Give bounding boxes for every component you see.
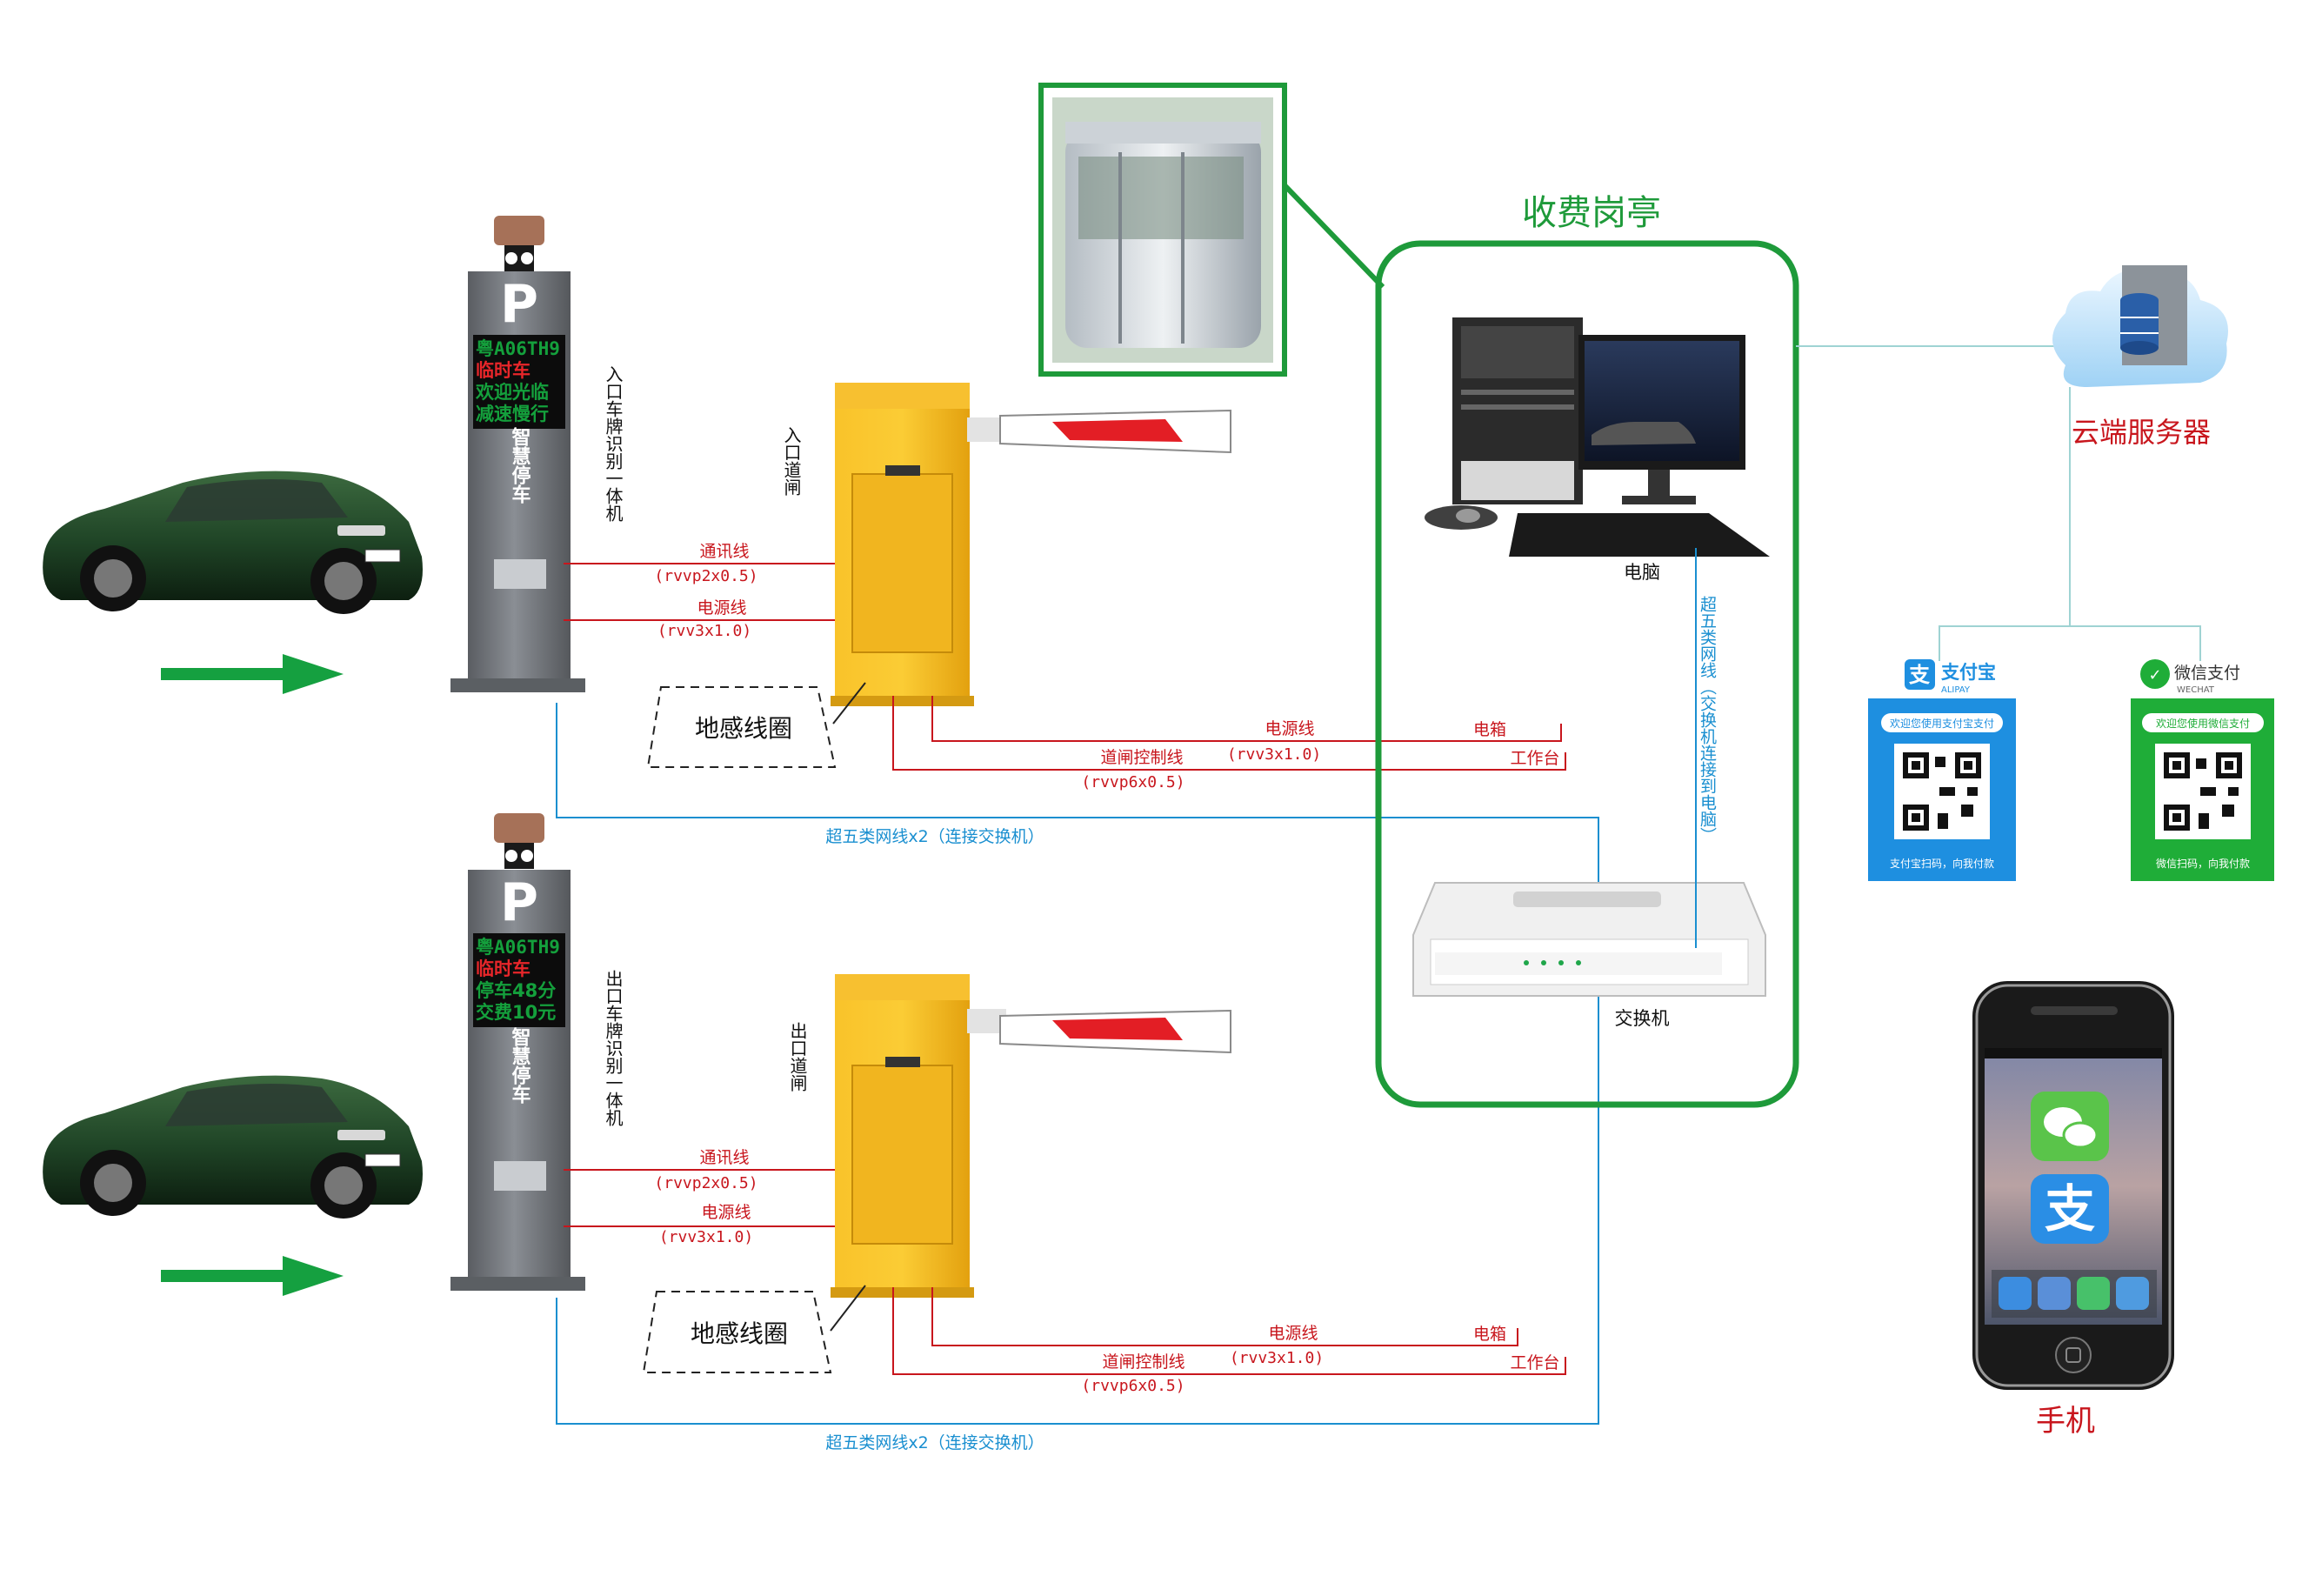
entry-column-text: 智慧停车 — [509, 426, 531, 504]
entry-display-line2: 临时车 — [476, 360, 531, 381]
toll-booth-frame: 收费岗亭 — [1375, 193, 1799, 1108]
exit-display-line2: 临时车 — [476, 958, 531, 979]
exit-comm-wire-spec: (rvvp2x0.5) — [654, 1174, 757, 1192]
exit-plate-recognition-pillar: P 粤A06TH9 临时车 停车48分 交费10元 智慧停车 — [450, 870, 585, 1291]
exit-lane: P 粤A06TH9 临时车 停车48分 交费10元 智慧停车 出口车牌识别一体机… — [43, 813, 1599, 1452]
entry-gate-ctrl-label: 道闸控制线 — [1100, 748, 1183, 767]
entry-comm-wire-label: 通讯线 — [699, 542, 749, 561]
wechat-logo-icon: ✓ — [2148, 666, 2161, 684]
switch-icon — [1412, 882, 1766, 997]
entry-gate-power-spec: (rvv3x1.0) — [1227, 745, 1321, 764]
entry-comm-wire-spec: (rvvp2x0.5) — [654, 567, 757, 585]
svg-text:P: P — [500, 274, 538, 335]
exit-display-line3: 停车48分 — [476, 980, 556, 1001]
entry-display-line3: 欢迎光临 — [475, 382, 549, 403]
entry-display-line4: 减速慢行 — [476, 404, 549, 424]
exit-power-wire-spec: (rvv3x1.0) — [659, 1228, 753, 1246]
entry-power-wire-spec: (rvv3x1.0) — [657, 622, 751, 640]
booth-title: 收费岗亭 — [1522, 193, 1661, 233]
exit-camera-icon — [494, 813, 544, 869]
entry-plate-recognition-pillar: P 粤A06TH9 临时车 欢迎光临 减速慢行 智慧停车 — [450, 271, 585, 692]
entry-direction-arrow — [161, 654, 344, 694]
exit-ground-loop-label: 地感线圈 — [691, 1319, 788, 1348]
exit-gate-power-spec: (rvv3x1.0) — [1230, 1349, 1324, 1367]
exit-display-line4: 交费10元 — [476, 1002, 556, 1023]
entry-ground-loop-label: 地感线圈 — [695, 714, 792, 743]
computer-icon — [1425, 317, 1770, 557]
exit-power-wire-label: 电源线 — [701, 1203, 751, 1222]
entry-camera-icon — [494, 216, 544, 271]
exit-gate-power-label: 电源线 — [1268, 1324, 1318, 1343]
entry-gate-label: 入口道闸 — [781, 426, 802, 496]
cloud-server-icon — [2052, 265, 2228, 387]
switch-computer-link-label: 超五类网线（交换机连接到电脑） — [1698, 596, 1717, 844]
mobile-phone-label: 手机 — [2036, 1404, 2095, 1439]
exit-power-box-label: 电箱 — [1473, 1325, 1506, 1344]
exit-column-text: 智慧停车 — [509, 1026, 531, 1104]
wechat-qr-card: ✓ 微信支付 WECHAT 欢迎您使用微信支付 微信扫码，向我付款 — [2131, 659, 2274, 881]
alipay-logo-icon: 支 — [1909, 663, 1931, 687]
alipay-app-icon — [2031, 1174, 2109, 1244]
exit-gate-label: 出口道闸 — [787, 1022, 808, 1092]
exit-gate-ctrl-label: 道闸控制线 — [1102, 1352, 1185, 1372]
svg-text:支: 支 — [2045, 1179, 2095, 1239]
exit-car — [43, 1075, 424, 1219]
exit-direction-arrow — [161, 1256, 344, 1296]
entry-power-wire-label: 电源线 — [697, 598, 746, 618]
entry-display-plate: 粤A06TH9 — [476, 338, 560, 359]
exit-camera-label: 出口车牌识别一体机 — [603, 970, 624, 1126]
alipay-qr-code-icon — [1903, 752, 1981, 831]
entry-network-label: 超五类网线x2（连接交换机） — [825, 827, 1044, 846]
entry-desk-label: 工作台 — [1510, 749, 1559, 768]
entry-power-box-label: 电箱 — [1473, 720, 1506, 739]
entry-gate-power-label: 电源线 — [1265, 719, 1314, 738]
computer-label: 电脑 — [1624, 562, 1660, 583]
alipay-brand-en: ALIPAY — [1941, 685, 1971, 695]
cloud-server-label: 云端服务器 — [2072, 416, 2211, 449]
alipay-brand: 支付宝 — [1941, 662, 1996, 683]
mobile-phone-icon: 支 — [1972, 981, 2174, 1390]
switch-label: 交换机 — [1615, 1008, 1670, 1029]
entry-lane: P 粤A06TH9 临时车 欢迎光临 减速慢行 智慧停车 入口车牌识别一体机 入… — [43, 216, 1599, 965]
exit-gate-ctrl-spec: (rvvp6x0.5) — [1081, 1377, 1185, 1395]
exit-comm-wire-label: 通讯线 — [699, 1148, 749, 1167]
wechat-footer: 微信扫码，向我付款 — [2156, 857, 2250, 870]
wechat-qr-code-icon — [2164, 752, 2242, 831]
entry-gate-ctrl-spec: (rvvp6x0.5) — [1081, 773, 1185, 791]
alipay-qr-card: 支 支付宝 ALIPAY 欢迎您使用支付宝支付 支付宝扫码，向我付款 — [1868, 659, 2016, 881]
alipay-welcome: 欢迎您使用支付宝支付 — [1890, 717, 1994, 730]
exit-network-label: 超五类网线x2（连接交换机） — [825, 1433, 1044, 1452]
entry-camera-label: 入口车牌识别一体机 — [603, 365, 624, 522]
svg-text:P: P — [500, 872, 538, 933]
entry-car — [43, 471, 424, 614]
exit-barrier-gate — [831, 974, 1231, 1298]
toll-booth-photo — [1038, 83, 1287, 377]
entry-barrier-gate — [831, 383, 1231, 706]
wechat-brand-en: WECHAT — [2177, 685, 2215, 695]
wechat-welcome: 欢迎您使用微信支付 — [2156, 717, 2250, 730]
exit-display-plate: 粤A06TH9 — [476, 937, 560, 958]
alipay-footer: 支付宝扫码，向我付款 — [1890, 857, 1994, 870]
wechat-brand: 微信支付 — [2174, 664, 2240, 683]
exit-desk-label: 工作台 — [1510, 1353, 1559, 1372]
